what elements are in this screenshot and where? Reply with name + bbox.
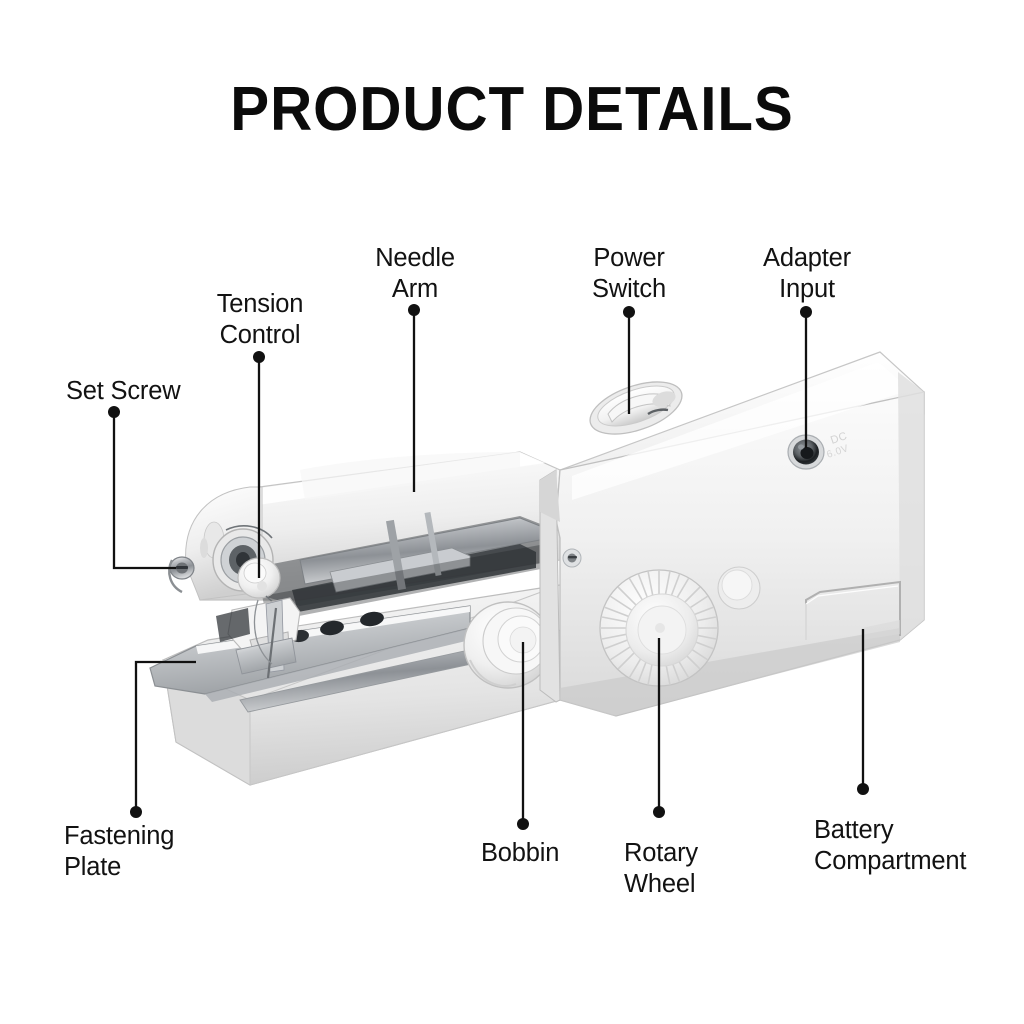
callout-label-bobbin: Bobbin (481, 839, 560, 867)
svg-text:DC: DC (829, 430, 849, 447)
callout-label-power-switch: Power Switch (592, 244, 666, 303)
bobbin (463, 601, 553, 689)
presser-foot (216, 597, 301, 679)
callout-label-set-screw: Set Screw (66, 377, 181, 405)
callout-label-needle-arm: Needle Arm (375, 244, 455, 303)
callout-label-battery-compartment: Battery Compartment (814, 816, 967, 875)
power-switch (589, 381, 683, 435)
rotary-wheel (599, 569, 719, 687)
callout-label-rotary-wheel: Rotary Wheel (624, 839, 698, 898)
needle-arm-mechanism (262, 511, 556, 643)
round-button (717, 566, 761, 610)
callout-label-tension-control: Tension Control (216, 290, 304, 349)
body-screw (562, 548, 582, 568)
battery-compartment (805, 580, 901, 640)
page-title: PRODUCT DETAILS (230, 75, 794, 144)
set-screw (168, 556, 195, 594)
callout-label-adapter-input: Adapter Input (763, 244, 851, 303)
callout-label-fastening-plate: Fastening Plate (64, 822, 175, 881)
